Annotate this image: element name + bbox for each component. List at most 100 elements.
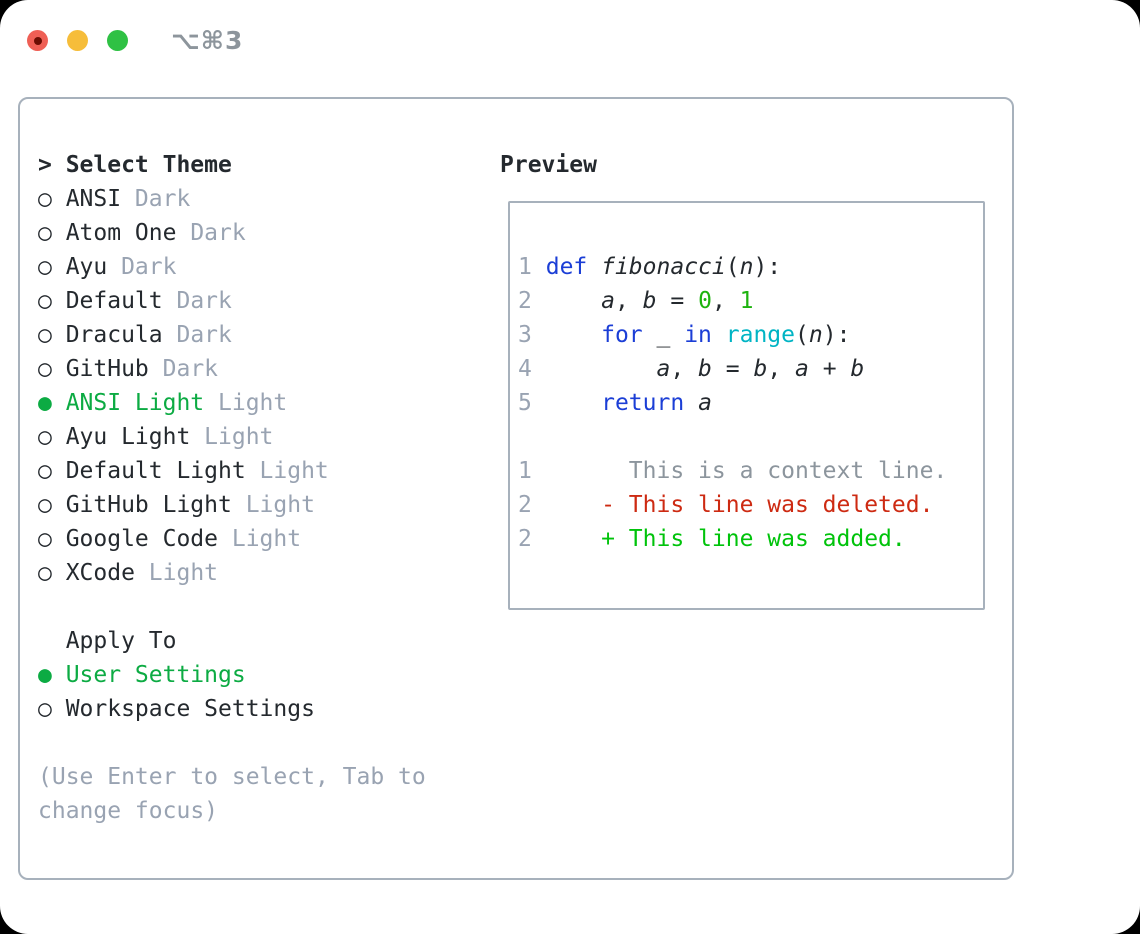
apply-option-user-settings[interactable]: ●User Settings	[38, 658, 490, 692]
theme-variant-label: Dark	[190, 220, 246, 246]
code-token: This is a context line.	[531, 458, 948, 484]
close-button[interactable]	[27, 30, 48, 51]
theme-variant-label: Light	[259, 458, 329, 484]
theme-variant-label: Dark	[134, 186, 191, 212]
theme-option-name: ANSI	[65, 186, 122, 212]
line-number: 2	[518, 288, 532, 314]
code-token: a	[795, 356, 809, 382]
theme-variant-label: Dark	[121, 254, 177, 280]
theme-option-github[interactable]: ○ GitHub Dark	[38, 352, 490, 386]
code-token: _	[642, 322, 685, 348]
code-token	[532, 390, 601, 416]
code-line: 5 return a	[518, 386, 983, 420]
code-token: ,	[767, 356, 796, 382]
code-token	[532, 254, 546, 280]
code-token: b	[850, 356, 865, 382]
code-line: 4 a, b = b, a + b	[518, 352, 983, 386]
apply-to-title: Apply To	[65, 628, 177, 654]
diff-line-added: 2 + This line was added.	[518, 522, 983, 556]
code-token: b	[698, 356, 712, 382]
theme-variant-label: Dark	[162, 356, 219, 382]
radio-icon: ○	[38, 492, 52, 518]
code-token: - This line was deleted.	[531, 492, 934, 518]
theme-option-name: Ayu Light	[65, 424, 191, 450]
line-number: 3	[518, 322, 532, 348]
code-token: =	[711, 356, 754, 382]
line-number: 1	[518, 458, 532, 484]
theme-option-name: Ayu	[65, 254, 108, 280]
select-theme-header: >Select Theme	[38, 148, 490, 182]
theme-option-name: Dracula	[65, 322, 163, 348]
code-line: 1 def fibonacci(n):	[518, 250, 983, 284]
theme-option-default[interactable]: ○ Default Dark	[38, 284, 490, 318]
hint-text: (Use Enter to select, Tab to change focu…	[38, 764, 426, 824]
code-token: ,	[670, 356, 699, 382]
theme-option-name: Default	[65, 288, 163, 314]
code-token: 0	[698, 288, 712, 314]
code-token	[684, 390, 698, 416]
code-token: ):	[822, 322, 851, 348]
code-line: 2 a, b = 0, 1	[518, 284, 983, 318]
theme-variant-label: Dark	[176, 288, 232, 314]
apply-option-name: Workspace Settings	[65, 696, 315, 722]
radio-icon: ○	[38, 560, 52, 586]
radio-icon: ○	[38, 356, 52, 382]
code-token: ,	[614, 288, 643, 314]
apply-option-workspace-settings[interactable]: ○ Workspace Settings	[38, 692, 490, 726]
preview-title: Preview	[500, 152, 597, 178]
radio-icon: ○	[38, 696, 52, 722]
code-token	[532, 322, 601, 348]
theme-option-ansi-light[interactable]: ● ANSI Light Light	[38, 386, 490, 420]
theme-variant-label: Light	[204, 424, 274, 450]
code-token	[712, 322, 726, 348]
theme-option-name: Google Code	[65, 526, 219, 552]
code-token: n	[808, 322, 823, 348]
theme-variant-label: Light	[218, 390, 288, 416]
code-token: b	[753, 356, 768, 382]
code-token: def	[545, 254, 602, 280]
code-token: n	[739, 254, 754, 280]
apply-to-header: Apply To	[38, 624, 490, 658]
theme-option-name: ANSI Light	[65, 390, 205, 416]
code-token: ):	[753, 254, 782, 280]
code-token: ,	[711, 288, 740, 314]
theme-option-name: GitHub	[65, 356, 149, 382]
line-number: 2	[518, 492, 532, 518]
code-token: b	[642, 288, 657, 314]
radio-selected-icon: ●	[38, 390, 52, 416]
radio-icon: ○	[38, 254, 52, 280]
code-token: (	[725, 254, 740, 280]
code-token: return	[601, 390, 685, 416]
code-token: for	[601, 322, 643, 348]
line-number: 4	[518, 356, 532, 382]
theme-option-name: GitHub Light	[65, 492, 232, 518]
line-number: 1	[518, 254, 532, 280]
code-line: 3 for _ in range(n):	[518, 318, 983, 352]
radio-icon: ○	[38, 424, 52, 450]
code-token: a	[656, 356, 671, 382]
apply-option-name: User Settings	[65, 662, 246, 688]
line-number: 2	[518, 526, 532, 552]
radio-icon: ○	[38, 288, 52, 314]
select-theme-title: Select Theme	[65, 152, 232, 178]
radio-icon: ○	[38, 186, 52, 212]
minimize-button[interactable]	[67, 30, 88, 51]
diff-line-context: 1 This is a context line.	[518, 454, 983, 488]
code-token: fibonacci	[601, 254, 726, 280]
code-token: (	[795, 322, 809, 348]
code-token: +	[808, 356, 851, 382]
zoom-button[interactable]	[107, 30, 128, 51]
theme-option-ansi[interactable]: ○ ANSI Dark	[38, 182, 490, 216]
theme-option-ayu-light[interactable]: ○ Ayu Light Light	[38, 420, 490, 454]
theme-option-ayu[interactable]: ○ Ayu Dark	[38, 250, 490, 284]
